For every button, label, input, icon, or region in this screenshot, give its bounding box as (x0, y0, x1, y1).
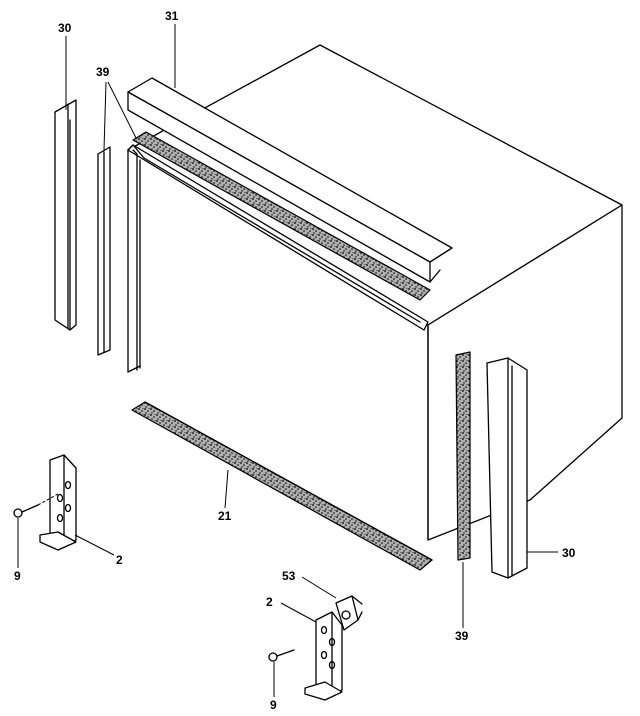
callout-2-bottom: 2 (266, 595, 273, 609)
callout-9-bottom: 9 (270, 698, 277, 712)
callout-30-right: 30 (562, 546, 576, 560)
right-gasket-strip (455, 351, 471, 561)
left-screw (13, 493, 59, 518)
callout-9-left: 9 (14, 569, 21, 583)
leader-lines (17, 24, 558, 697)
bottom-mounting-bracket (304, 611, 343, 701)
right-side-channel-part (486, 357, 528, 579)
callout-2-left: 2 (116, 553, 123, 567)
callout-39-top: 39 (96, 65, 110, 79)
callout-21: 21 (218, 509, 232, 523)
bottom-sill-gasket-part (131, 401, 433, 571)
bracket-clip-part (335, 595, 363, 631)
callout-31: 31 (165, 9, 179, 23)
callout-labels: 30 31 39 21 2 9 53 2 9 39 30 (14, 9, 576, 712)
callout-39-right: 39 (455, 629, 469, 643)
left-mounting-bracket (39, 454, 77, 551)
left-side-channel-part (54, 99, 77, 331)
callout-30-left: 30 (58, 21, 72, 35)
front-frame (127, 144, 429, 373)
top-gasket-strip (132, 131, 431, 301)
top-angle-channel-part (127, 77, 453, 283)
callout-53: 53 (282, 569, 296, 583)
left-gasket-strip (97, 146, 111, 356)
bottom-screw (268, 649, 295, 662)
